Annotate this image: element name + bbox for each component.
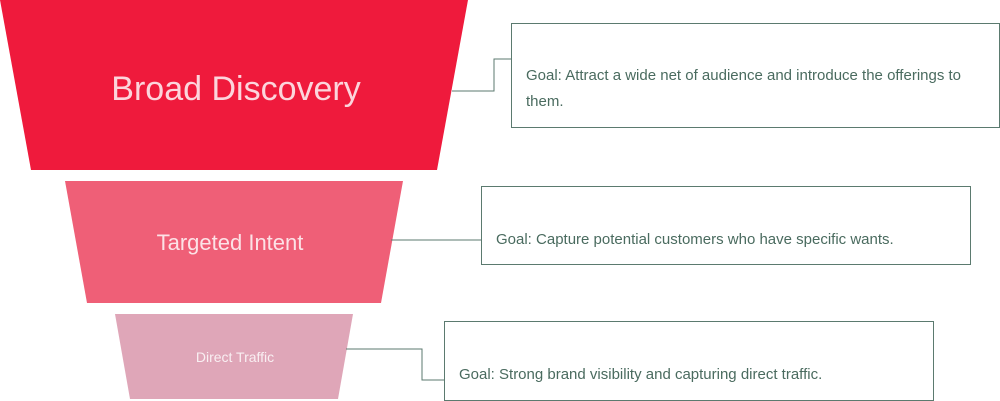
goal-text-targeted-intent: Goal: Capture potential customers who ha… [496,231,894,248]
goal-text-direct-traffic: Goal: Strong brand visibility and captur… [459,366,823,383]
goal-box-broad-discovery: Goal: Attract a wide net of audience and… [511,23,1000,128]
connector-line-3 [346,348,444,381]
funnel-stage-direct-traffic [115,314,353,399]
stage-label-broad-discovery: Broad Discovery [111,70,361,108]
connector-line-1 [452,58,511,92]
funnel-stage-targeted-intent [65,181,403,303]
goal-box-direct-traffic: Goal: Strong brand visibility and captur… [444,321,934,401]
stage-label-direct-traffic: Direct Traffic [195,349,275,365]
funnel-stage-broad-discovery [0,0,468,170]
stage-label-targeted-intent: Targeted Intent [156,230,304,255]
goal-text-broad-discovery: Goal: Attract a wide net of audience and… [526,67,962,110]
goal-box-targeted-intent: Goal: Capture potential customers who ha… [481,186,971,265]
